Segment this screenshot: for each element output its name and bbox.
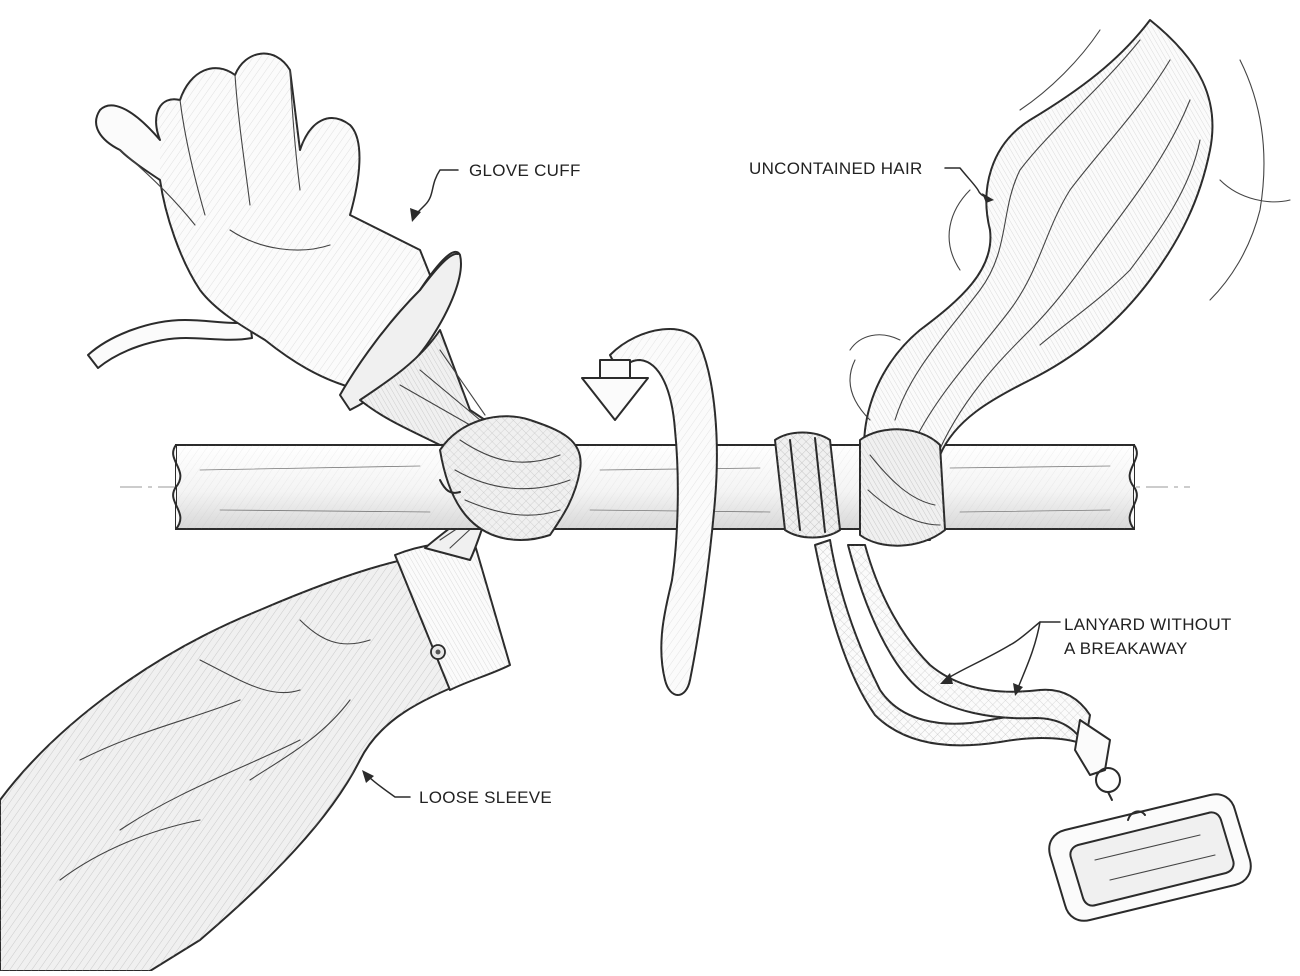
lanyard-leader <box>940 621 1061 696</box>
uncontained-hair <box>849 19 1291 547</box>
lanyard-wraps <box>774 431 841 539</box>
lanyard-strap <box>814 539 1091 747</box>
glove-cuff-leader <box>410 169 459 222</box>
work-glove <box>87 52 501 446</box>
lanyard-label-line1: LANYARD WITHOUT <box>1064 615 1232 634</box>
loose-sleeve-label: LOOSE SLEEVE <box>419 788 552 807</box>
rotation-arrow-icon <box>581 328 718 696</box>
hair-leader <box>944 167 994 203</box>
loose-sleeve-arm <box>0 514 511 972</box>
loose-sleeve-leader <box>362 770 411 798</box>
glove-cuff-label: GLOVE CUFF <box>469 161 581 180</box>
uncontained-hair-label: UNCONTAINED HAIR <box>749 159 923 178</box>
rotating-shaft <box>172 444 1138 530</box>
lanyard-label-line2: A BREAKAWAY <box>1064 639 1188 658</box>
id-badge <box>1048 793 1252 922</box>
lanyard-clip <box>1074 719 1121 801</box>
wrapped-sleeve-fabric <box>439 415 582 541</box>
